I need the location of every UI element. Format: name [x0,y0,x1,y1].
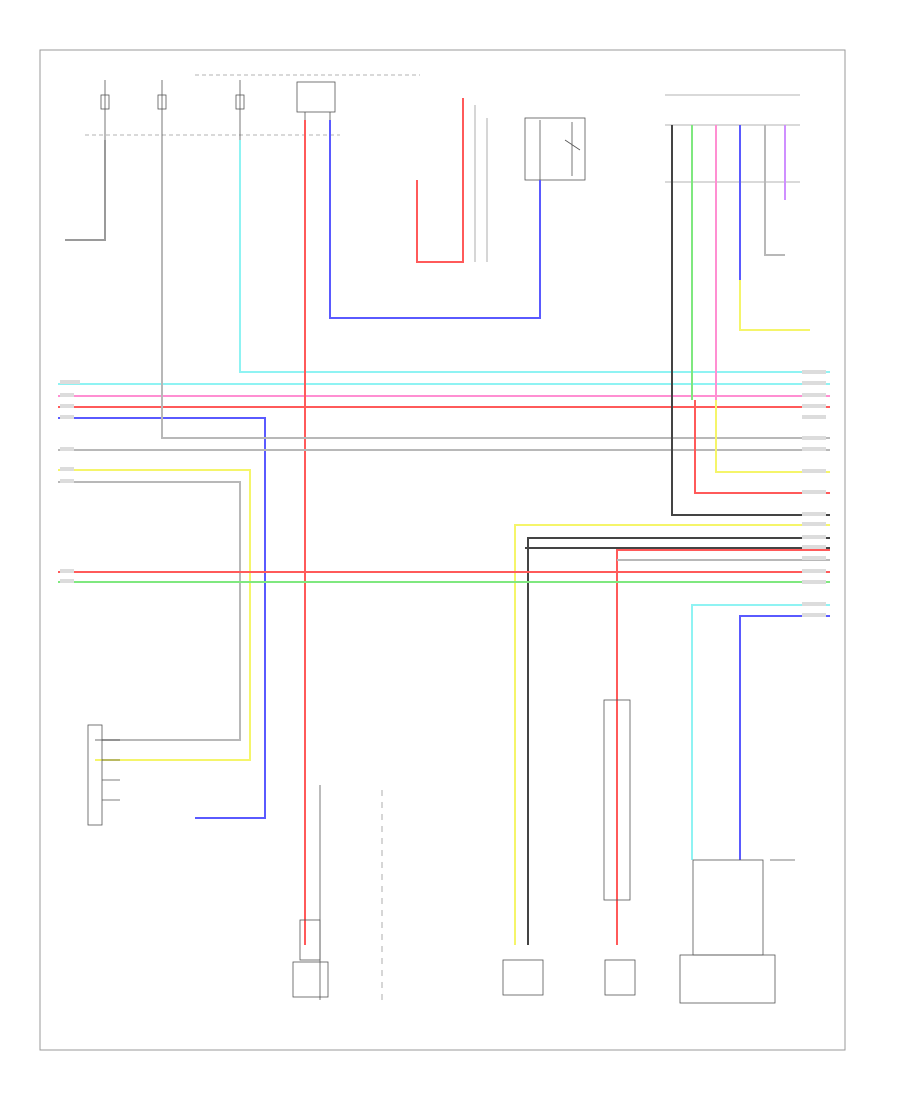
relay-top-middle [296,81,336,120]
wire-red-right [694,400,830,494]
wire-black-right [671,125,830,516]
wire-yellow-right [715,400,830,473]
wire-blue-lower-right [739,615,830,860]
component-ground-dashed [319,785,383,1005]
relay-top-right [524,117,586,181]
wire-yellow-left [58,469,251,761]
wire-gray-left [161,140,830,439]
switch-block-lower-left [87,724,120,826]
diagram-frame [39,49,846,1051]
wire-harness [58,98,830,945]
wire-gray-left-down [58,481,241,741]
wire-cyan-top [239,140,830,373]
wire-blue-left [58,417,266,819]
component-lower-yellow [502,959,544,996]
wire-black-left-top [65,140,106,241]
wire-yellow-right-2 [739,280,810,331]
component-lower-right-box [679,859,795,1004]
wire-red-loop [416,98,464,263]
wire-red-lower [616,549,830,945]
connector-top-right [665,94,800,183]
wire-yellow-lower [514,524,830,945]
wire-blue-loop [329,120,541,319]
top-fuse-bus [85,74,420,140]
wire-gray-right-2 [764,125,785,256]
label-pads [60,370,826,617]
component-lower-red [292,919,329,998]
wire-black-lower [527,537,830,945]
wire-cyan-lower-right [691,604,830,860]
component-lower-red-2 [603,699,636,996]
